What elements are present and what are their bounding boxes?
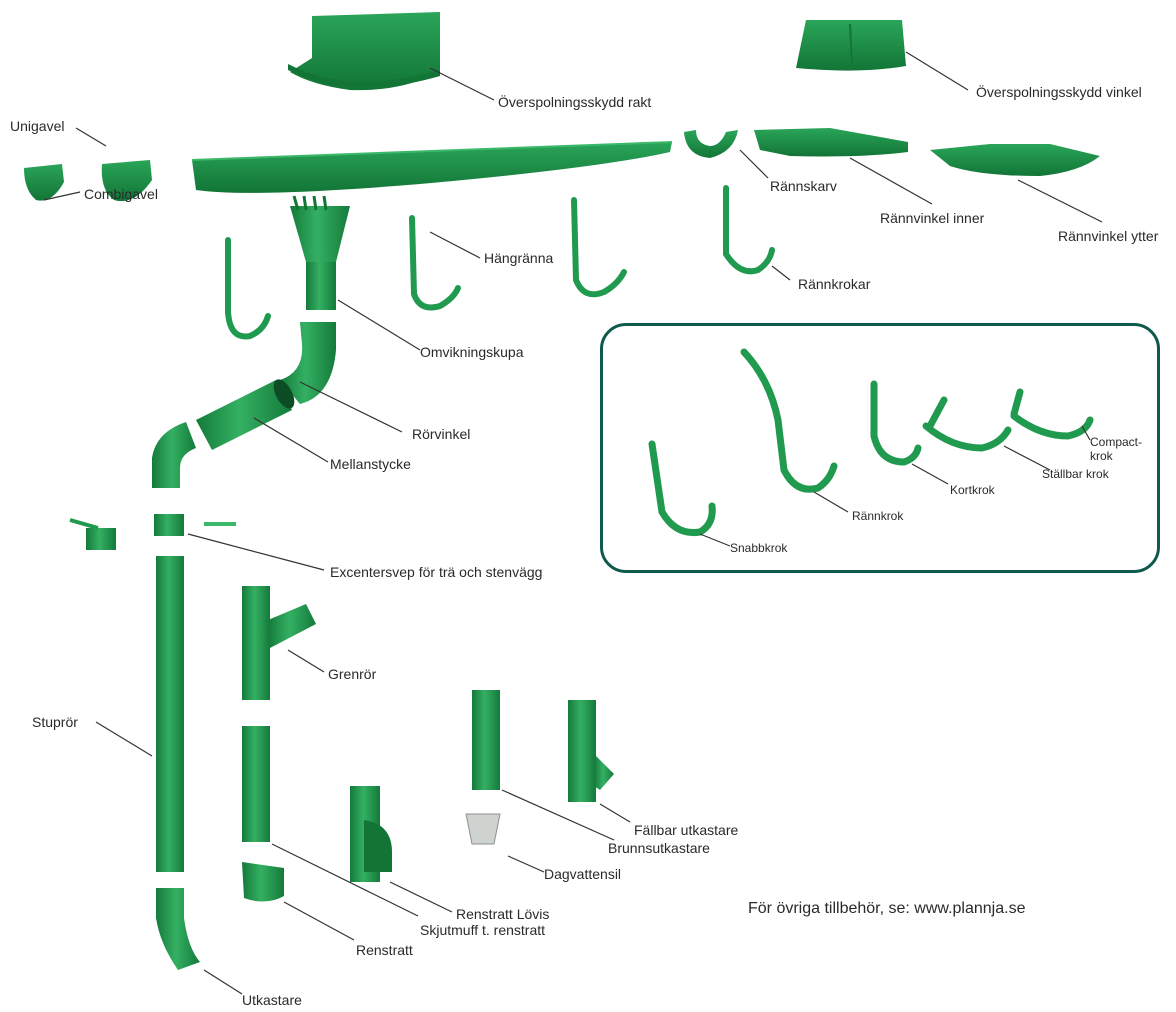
label-rorvinkel: Rörvinkel <box>412 426 471 442</box>
upper-bend-part <box>152 422 196 488</box>
brunnsutkastare-part <box>472 690 500 790</box>
inset-hooks <box>648 348 1094 537</box>
leader-lines <box>43 51 1103 995</box>
label-rannkrok: Rännkrok <box>852 509 904 523</box>
rannvinkel-ytter-part <box>930 144 1100 176</box>
renstratt-lovis-part <box>350 786 392 882</box>
label-mellanstycke: Mellanstycke <box>330 456 411 472</box>
grenror-part <box>242 586 316 700</box>
overspolningsskydd-vinkel-part <box>796 20 906 71</box>
label-renstratt-lovis: Renstratt Lövis <box>456 906 550 922</box>
stupror-part <box>156 556 184 872</box>
rannskarv-part <box>684 130 738 158</box>
label-stallbar-krok: Ställbar krok <box>1042 467 1109 481</box>
fallbar-utkastare-part <box>568 700 614 802</box>
label-stupror: Stuprör <box>32 714 78 730</box>
dagvattensil-part <box>465 813 501 845</box>
label-renstratt: Renstratt <box>356 942 413 958</box>
omvikningskupa-part <box>290 195 350 310</box>
label-rannvinkel-inner: Rännvinkel inner <box>880 210 985 226</box>
hook-types-inset-frame <box>600 323 1160 573</box>
label-overspolningsskydd-rakt: Överspolningsskydd rakt <box>498 94 652 110</box>
rorvinkel-part <box>280 322 336 404</box>
label-compact-krok-line2: krok <box>1090 449 1113 463</box>
label-rannvinkel-ytter: Rännvinkel ytter <box>1058 228 1159 244</box>
label-grenror: Grenrör <box>328 666 377 682</box>
label-unigavel: Unigavel <box>10 118 65 134</box>
label-compact-krok-line1: Compact- <box>1090 435 1143 449</box>
label-brunnsutkastare: Brunnsutkastare <box>608 840 710 856</box>
label-skjutmuff: Skjutmuff t. renstratt <box>420 922 546 938</box>
label-fallbar-utkastare: Fällbar utkastare <box>634 822 739 838</box>
unigavel-part <box>101 160 152 202</box>
hangranna-hooks <box>225 185 775 340</box>
skjutmuff-part <box>242 726 270 842</box>
utkastare-part <box>156 888 200 970</box>
label-dagvattensil: Dagvattensil <box>544 866 622 882</box>
footer-note: För övriga tillbehör, se: www.plannja.se <box>748 900 1026 917</box>
mellanstycke-part <box>196 379 295 450</box>
combigavel-part <box>24 164 64 201</box>
renstratt-part <box>242 862 284 902</box>
label-excentersvep: Excentersvep för trä och stenvägg <box>330 564 543 580</box>
label-overspolningsskydd-vinkel: Överspolningsskydd vinkel <box>976 84 1142 100</box>
label-combigavel: Combigavel <box>84 186 158 202</box>
rannvinkel-inner-part <box>754 128 908 157</box>
hangranna-part <box>191 141 673 193</box>
label-hangranna: Hängränna <box>484 250 554 266</box>
label-kortkrok: Kortkrok <box>950 483 995 497</box>
overspolningsskydd-rakt-part <box>288 12 440 91</box>
label-rannskarv: Rännskarv <box>770 178 837 194</box>
label-snabbkrok: Snabbkrok <box>730 541 788 555</box>
label-omvikningskupa: Omvikningskupa <box>420 344 524 360</box>
excentersvep-part <box>69 514 236 550</box>
label-rannkrokar: Rännkrokar <box>798 276 871 292</box>
label-utkastare: Utkastare <box>242 992 302 1008</box>
